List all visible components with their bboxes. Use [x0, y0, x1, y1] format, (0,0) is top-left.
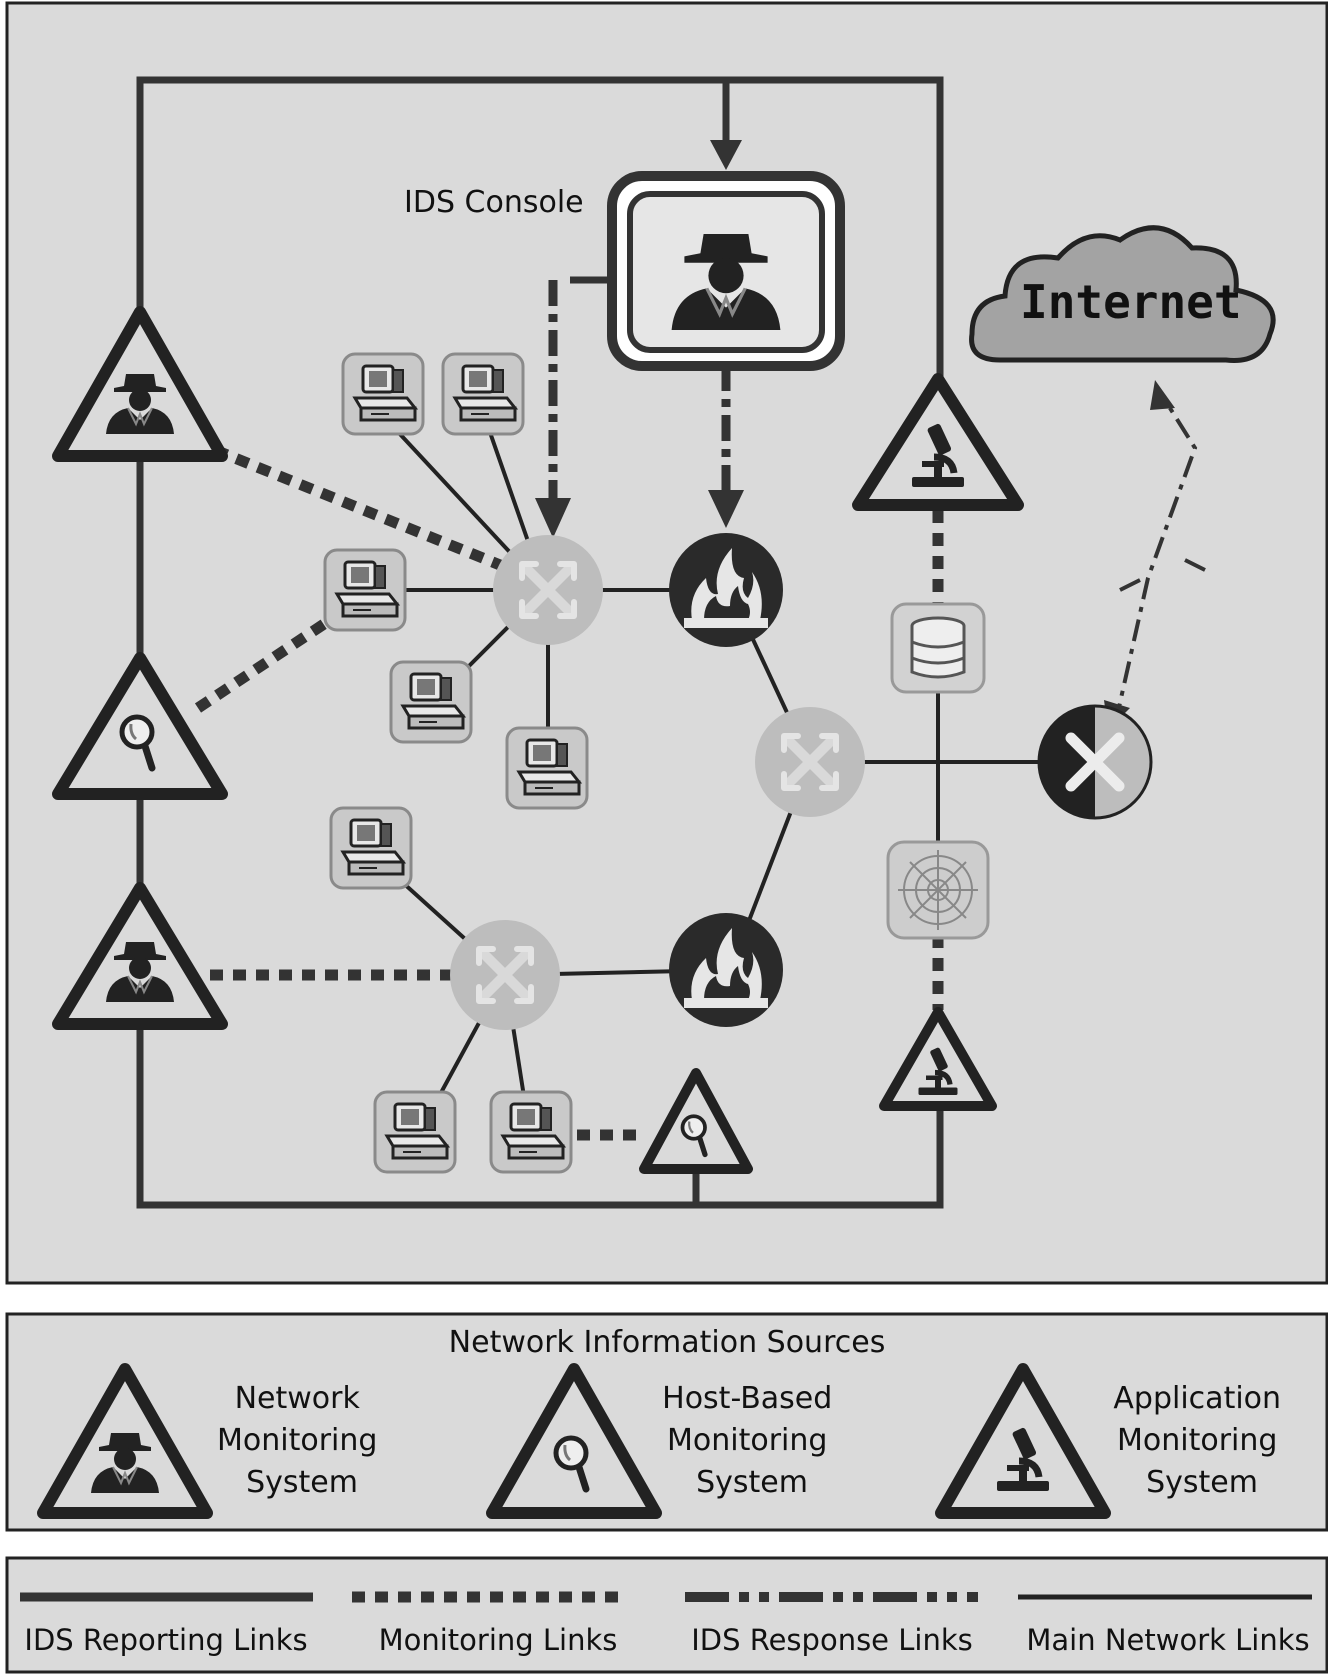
- workstation-icon: [323, 548, 407, 632]
- internet-cloud: [969, 225, 1276, 363]
- web-server-icon: [886, 840, 990, 940]
- workstation-icon: [389, 660, 473, 744]
- network-monitoring-sensor: [52, 882, 228, 1030]
- workstation-icon: [505, 726, 589, 810]
- sources-legend-title: Network Information Sources: [449, 1325, 886, 1360]
- database-server-icon: [890, 602, 986, 694]
- monitoring-links: [194, 444, 944, 1141]
- host-monitoring-sensor: [52, 652, 228, 800]
- host-monitoring-sensor: [639, 1068, 753, 1174]
- firewall-icon: [669, 533, 783, 647]
- legend-network-monitoring: Network Monitoring System: [37, 1363, 387, 1519]
- legend-label: Monitoring Links: [379, 1623, 618, 1657]
- ids-response-links: [548, 280, 731, 500]
- switch-hub-icon: [755, 707, 865, 817]
- ids-console: [607, 171, 845, 371]
- legend-label: IDS Reporting Links: [24, 1623, 307, 1657]
- legend-network-monitoring-label: Network Monitoring System: [217, 1381, 387, 1500]
- router-icon: [1037, 704, 1153, 820]
- workstation-icon: [489, 1090, 573, 1174]
- legend-host-monitoring-label: Host-Based Monitoring System: [662, 1381, 842, 1500]
- legend-label: IDS Response Links: [691, 1623, 973, 1657]
- workstation-icon: [441, 352, 525, 436]
- network-monitoring-sensor: [52, 306, 228, 462]
- firewall-icon: [669, 913, 783, 1027]
- legend-main-network-links: Main Network Links: [1018, 1594, 1312, 1657]
- legend-host-monitoring: Host-Based Monitoring System: [486, 1363, 842, 1519]
- switch-hub-icon: [493, 535, 603, 645]
- console-label: IDS Console: [404, 185, 584, 220]
- workstation-icon: [329, 806, 413, 890]
- ids-reporting-links: [136, 76, 944, 1209]
- workstation-icon: [341, 352, 425, 436]
- switch-hub-icon: [450, 920, 560, 1030]
- internet-label: Internet: [1020, 275, 1242, 329]
- legend-ids-response-links: IDS Response Links: [685, 1592, 978, 1657]
- workstation-icon: [373, 1090, 457, 1174]
- application-monitoring-sensor: [879, 1007, 997, 1111]
- sources-legend-panel: [5, 1312, 1328, 1532]
- legend-application-monitoring: Application Monitoring System: [935, 1363, 1290, 1519]
- links-legend-panel: [5, 1556, 1328, 1674]
- application-monitoring-sensor: [852, 373, 1024, 511]
- legend-ids-reporting-links: IDS Reporting Links: [20, 1592, 313, 1657]
- legend-monitoring-links: Monitoring Links: [352, 1591, 620, 1657]
- legend-label: Main Network Links: [1026, 1623, 1309, 1657]
- legend-application-monitoring-label: Application Monitoring System: [1113, 1381, 1290, 1500]
